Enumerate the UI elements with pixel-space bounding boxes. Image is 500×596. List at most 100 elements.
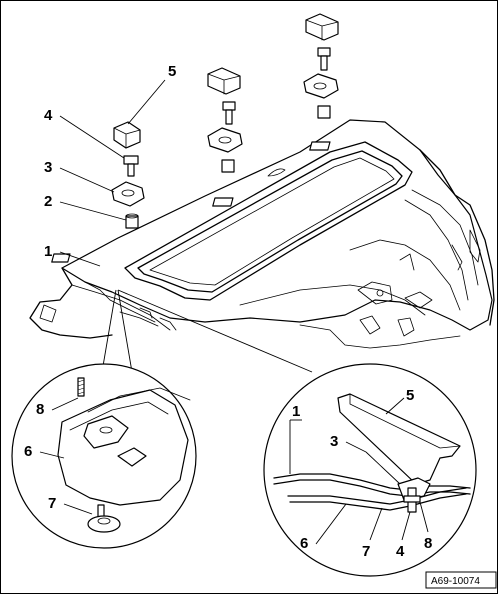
reference-code-frame xyxy=(425,571,497,589)
body-rear-panel xyxy=(419,149,495,326)
detail-right-nut xyxy=(403,495,421,503)
body-lower-bracket xyxy=(359,315,381,335)
detail-left-label-8: 8 xyxy=(36,401,44,418)
detail-left-stud-thread xyxy=(77,379,85,395)
body-lower-bracket-2 xyxy=(397,317,415,337)
detail-left-leader-7 xyxy=(63,503,93,515)
leader-5 xyxy=(127,79,166,125)
shelf-recess-inner-rim-2 xyxy=(149,157,395,286)
fastener-stack-right xyxy=(303,13,339,119)
detail-circle-left: 8 6 7 xyxy=(11,363,197,549)
body-stud xyxy=(399,253,415,271)
detail-left-hole-plate xyxy=(83,415,129,449)
detail-right-leader-3 xyxy=(345,441,367,453)
bolt-right-shank xyxy=(320,55,328,71)
cover-cap-left xyxy=(113,121,141,149)
sleeve-right xyxy=(317,105,331,119)
leader-3 xyxy=(59,167,115,193)
body-bracket-2 xyxy=(404,291,433,309)
detail-left-label-7: 7 xyxy=(48,495,56,512)
reference-code: A69-10074 xyxy=(431,576,480,587)
clip-left xyxy=(111,181,145,207)
label-3: 3 xyxy=(44,159,52,176)
connector-right xyxy=(117,289,313,373)
shelf-recess-outer-rim xyxy=(124,141,413,301)
leader-2 xyxy=(59,201,127,221)
label-5: 5 xyxy=(168,63,176,80)
body-left-ribs xyxy=(139,307,177,331)
fastener-stack-middle xyxy=(207,67,243,173)
label-4: 4 xyxy=(44,107,53,124)
body-left-contour-2 xyxy=(84,281,156,323)
body-side-bracket xyxy=(469,229,481,263)
bolt-middle xyxy=(222,101,236,111)
clip-left-hole xyxy=(121,189,135,197)
detail-right-label-3: 3 xyxy=(330,433,338,450)
bolt-middle-shank xyxy=(225,109,233,125)
shelf-clip-slot-3 xyxy=(309,141,331,151)
detail-right-label-4: 4 xyxy=(396,543,405,560)
detail-right-body-profile xyxy=(287,487,467,505)
detail-circle-right-outline xyxy=(263,363,477,577)
detail-right-body-profile-b xyxy=(289,493,467,511)
bolt-left xyxy=(123,155,139,165)
detail-right-label-1: 1 xyxy=(292,403,300,420)
body-lower-edge xyxy=(299,324,461,349)
body-floor-contour-2 xyxy=(239,284,426,316)
label-1: 1 xyxy=(44,243,52,260)
reference-code-box: A69-10074 xyxy=(425,571,497,589)
body-bolt xyxy=(376,289,384,297)
cover-cap-middle-edges xyxy=(207,73,241,95)
cover-cap-right-edges xyxy=(305,19,339,41)
bolt-right xyxy=(317,47,331,57)
clip-middle xyxy=(207,127,243,153)
detail-left-clip-slot xyxy=(117,447,147,467)
detail-right-leader-4 xyxy=(401,511,411,541)
connector-left-a xyxy=(101,289,117,373)
detail-right-leader-8 xyxy=(419,501,429,533)
detail-right-leader-5 xyxy=(385,397,405,415)
sleeve-left xyxy=(125,215,139,229)
main-callouts: 5 4 3 2 1 xyxy=(44,63,176,267)
detail-right-cover-edge xyxy=(349,393,461,449)
detail-left-shelf-top xyxy=(87,387,191,413)
parcel-shelf-assembly xyxy=(29,119,495,349)
detail-left-leader-8 xyxy=(51,397,79,411)
detail-left-hole xyxy=(99,426,113,434)
parcel-shelf-panel xyxy=(61,119,493,331)
label-2: 2 xyxy=(44,193,52,210)
body-floor-contour xyxy=(349,239,461,311)
detail-right-leader-3b xyxy=(365,451,401,485)
body-side-line xyxy=(451,244,463,271)
fastener-stack-left xyxy=(111,121,145,229)
detail-right-label-7: 7 xyxy=(362,543,370,560)
connector-left-b xyxy=(117,289,133,373)
cover-cap-left-edges xyxy=(113,127,141,149)
detail-connectors xyxy=(101,289,313,373)
clip-right-hole xyxy=(313,82,327,90)
detail-left-label-6: 6 xyxy=(24,443,32,460)
body-bracket xyxy=(357,281,393,305)
sleeve-middle xyxy=(221,159,235,173)
leader-1 xyxy=(59,251,101,267)
detail-left-nut-hole xyxy=(97,517,111,525)
shelf-hook-slot xyxy=(267,168,286,177)
body-left-bracket xyxy=(39,304,57,323)
detail-right-label-5: 5 xyxy=(406,387,414,404)
detail-left-shelf-edge xyxy=(69,401,169,431)
detail-right-label-8: 8 xyxy=(424,535,432,552)
sleeve-left-top xyxy=(125,213,139,219)
shelf-clip-slot-1 xyxy=(51,253,71,263)
shelf-clip-slot-2 xyxy=(212,197,234,207)
body-inner-contour-2 xyxy=(404,199,469,301)
detail-right-cover xyxy=(337,393,461,485)
leader-4 xyxy=(59,115,125,159)
detail-right-label-6: 6 xyxy=(300,535,308,552)
detail-right-leader-7 xyxy=(369,507,383,541)
body-left-line xyxy=(119,311,159,327)
detail-right-leader-6 xyxy=(315,503,347,545)
clip-middle-hole xyxy=(218,136,232,144)
shelf-recess-inner-rim xyxy=(137,150,403,293)
